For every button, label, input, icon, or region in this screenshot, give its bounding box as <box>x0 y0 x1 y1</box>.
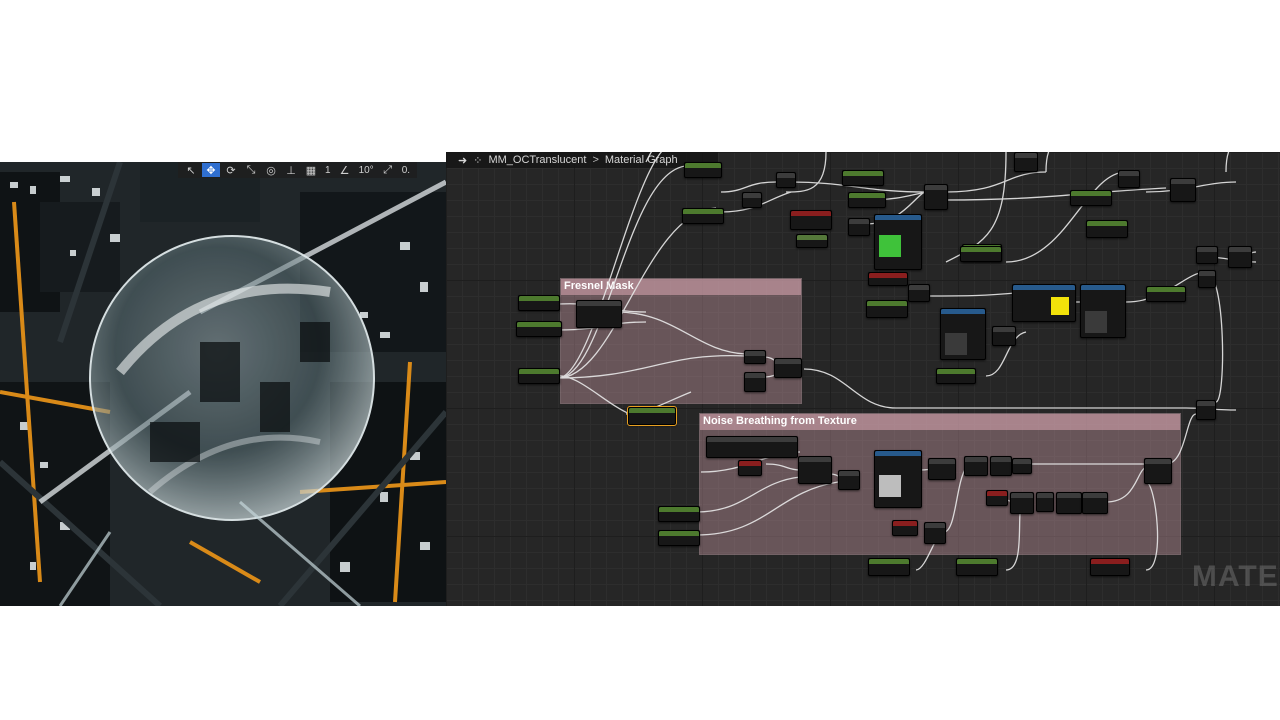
math-node[interactable] <box>774 358 802 378</box>
select-mode-icon[interactable]: ↖ <box>186 164 196 177</box>
level-viewport[interactable]: ↖ ✥ ⟳ ⤡ ◎ ⊥ ▦ 1 ∠ 10° ⤢ 0. <box>0 162 446 606</box>
param-node[interactable] <box>682 208 724 224</box>
watermark: MATER <box>1192 560 1280 593</box>
scale-snap-icon[interactable]: ⤢ <box>383 163 393 176</box>
param-node[interactable] <box>684 162 722 178</box>
scale-mode-icon[interactable]: ⤡ <box>246 163 256 176</box>
math-node[interactable] <box>992 326 1016 346</box>
math-node[interactable] <box>990 456 1012 476</box>
param-node[interactable] <box>848 192 886 208</box>
math-node[interactable] <box>924 184 948 210</box>
param-node[interactable] <box>842 170 884 186</box>
texture-sample-node[interactable] <box>874 214 922 270</box>
math-node[interactable] <box>742 192 762 208</box>
fresnel-node[interactable] <box>576 300 622 328</box>
math-node[interactable] <box>744 372 766 392</box>
constant-node[interactable] <box>790 210 832 230</box>
math-node[interactable] <box>1012 458 1032 474</box>
panner-node[interactable] <box>798 456 832 484</box>
constant-node[interactable] <box>868 272 908 286</box>
math-node[interactable] <box>744 350 766 364</box>
constant-node[interactable] <box>892 520 918 536</box>
rotation-snap-icon[interactable]: ∠ <box>339 164 350 177</box>
param-node[interactable] <box>956 558 998 576</box>
rotation-snap-value[interactable]: 10° <box>358 164 374 176</box>
breadcrumb-separator: > <box>592 154 599 166</box>
math-node[interactable] <box>1196 400 1216 420</box>
param-node[interactable] <box>960 246 1002 262</box>
surface-snap-icon[interactable]: ⊥ <box>286 164 296 177</box>
param-node[interactable] <box>1086 220 1128 238</box>
math-node[interactable] <box>848 218 870 236</box>
texcoord-node[interactable] <box>706 436 798 458</box>
vector-param-node[interactable] <box>1012 284 1076 322</box>
material-graph-panel[interactable]: ➜ ⁘ MM_OCTranslucent > Material Graph Fr… <box>446 152 1280 606</box>
graph-hierarchy-icon[interactable]: ⁘ <box>473 154 483 167</box>
breadcrumb: ➜ ⁘ MM_OCTranslucent > Material Graph <box>446 152 718 168</box>
lerp-node[interactable] <box>1144 458 1172 484</box>
math-node[interactable] <box>924 522 946 544</box>
comment-title[interactable]: Noise Breathing from Texture <box>700 414 1180 430</box>
math-node[interactable] <box>1036 492 1054 512</box>
scale-snap-value[interactable]: 0. <box>401 164 411 176</box>
math-node[interactable] <box>1082 492 1108 514</box>
math-node[interactable] <box>1228 246 1252 268</box>
param-node[interactable] <box>658 530 700 546</box>
math-node[interactable] <box>1198 270 1216 288</box>
back-arrow-icon[interactable]: ➜ <box>458 154 468 167</box>
breadcrumb-page[interactable]: Material Graph <box>604 154 678 166</box>
comment-title[interactable]: Fresnel Mask <box>561 279 801 295</box>
param-node[interactable] <box>796 234 828 248</box>
math-node[interactable] <box>928 458 956 480</box>
grid-snap-icon[interactable]: ▦ <box>305 164 317 177</box>
param-node[interactable] <box>936 368 976 384</box>
breadcrumb-asset[interactable]: MM_OCTranslucent <box>488 154 587 166</box>
rotate-mode-icon[interactable]: ⟳ <box>226 164 236 177</box>
selected-param-node[interactable] <box>627 406 677 426</box>
math-node[interactable] <box>1010 492 1034 514</box>
param-node[interactable] <box>1070 190 1112 206</box>
param-node[interactable] <box>1146 286 1186 302</box>
viewport-scene <box>0 162 446 606</box>
math-node[interactable] <box>838 470 860 490</box>
grid-snap-value[interactable]: 1 <box>325 164 331 176</box>
coordinate-space-icon[interactable]: ◎ <box>266 164 276 177</box>
texture-sample-node[interactable] <box>1080 284 1126 338</box>
translate-mode-icon[interactable]: ✥ <box>202 163 220 177</box>
constant-node[interactable] <box>986 490 1008 506</box>
texture-sample-node[interactable] <box>874 450 922 508</box>
constant-node[interactable] <box>738 460 762 476</box>
param-node[interactable] <box>866 300 908 318</box>
math-node[interactable] <box>1014 152 1038 172</box>
viewport-toolbar: ↖ ✥ ⟳ ⤡ ◎ ⊥ ▦ 1 ∠ 10° ⤢ 0. <box>178 162 418 178</box>
math-node[interactable] <box>908 284 930 302</box>
param-node[interactable] <box>868 558 910 576</box>
param-node[interactable] <box>518 368 560 384</box>
math-node[interactable] <box>776 172 796 188</box>
param-node[interactable] <box>658 506 700 522</box>
math-node[interactable] <box>1056 492 1082 514</box>
constant-node[interactable] <box>1090 558 1130 576</box>
texture-preview-dark <box>945 333 967 355</box>
texture-preview-dark <box>1085 311 1107 333</box>
math-node[interactable] <box>1196 246 1218 264</box>
texture-sample-node[interactable] <box>940 308 986 360</box>
math-node[interactable] <box>1170 178 1196 202</box>
math-node[interactable] <box>1118 170 1140 188</box>
color-preview-yellow <box>1051 297 1069 315</box>
math-node[interactable] <box>964 456 988 476</box>
param-node[interactable] <box>518 295 560 311</box>
param-node[interactable] <box>516 321 562 337</box>
comment-fresnel-mask[interactable]: Fresnel Mask <box>560 278 802 404</box>
noise-texture-preview <box>879 475 901 497</box>
texture-preview-green <box>879 235 901 257</box>
